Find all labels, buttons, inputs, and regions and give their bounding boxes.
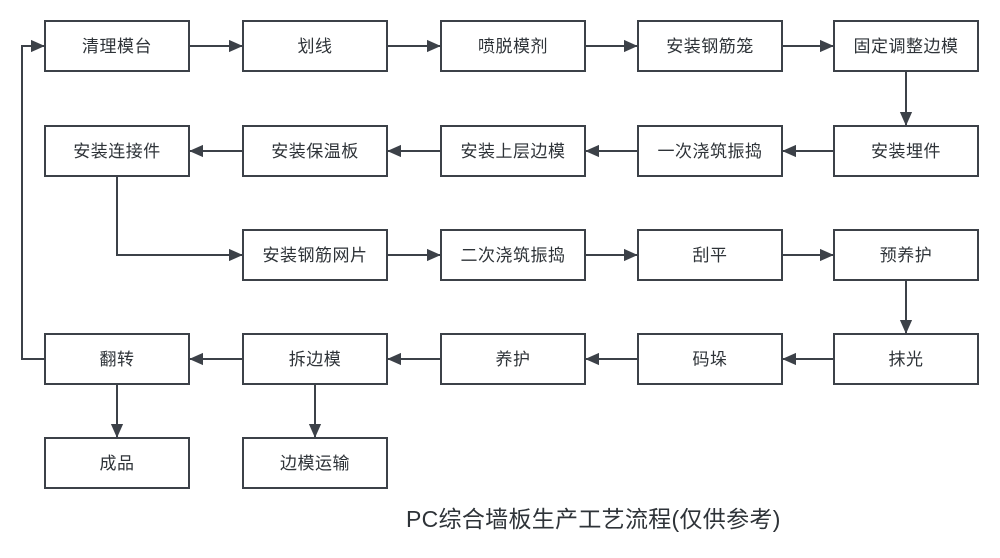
process-node-label: 喷脱模剂 [478,36,548,56]
process-node[interactable]: 喷脱模剂 [440,20,586,72]
process-node[interactable]: 成品 [44,437,190,489]
process-node[interactable]: 安装连接件 [44,125,190,177]
process-node[interactable]: 安装钢筋网片 [242,229,388,281]
process-node[interactable]: 二次浇筑振捣 [440,229,586,281]
process-node-label: 固定调整边模 [853,36,959,56]
process-node[interactable]: 固定调整边模 [833,20,979,72]
process-node-label: 刮平 [692,245,728,265]
process-node-label: 清理模台 [82,36,152,56]
process-node-label: 边模运输 [280,453,350,473]
process-node[interactable]: 划线 [242,20,388,72]
process-node-label: 养护 [495,349,531,369]
process-node[interactable]: 清理模台 [44,20,190,72]
process-node[interactable]: 刮平 [637,229,783,281]
process-node-label: 安装钢筋笼 [666,36,754,56]
process-node-label: 安装上层边模 [460,141,566,161]
process-node[interactable]: 安装钢筋笼 [637,20,783,72]
process-node[interactable]: 拆边模 [242,333,388,385]
process-node-label: 划线 [297,36,333,56]
process-node[interactable]: 养护 [440,333,586,385]
process-node-label: 预养护 [879,245,933,265]
flow-arrow [21,39,45,360]
process-node[interactable]: 预养护 [833,229,979,281]
process-node-label: 安装保温板 [271,141,359,161]
process-node[interactable]: 翻转 [44,333,190,385]
process-node[interactable]: 抹光 [833,333,979,385]
process-node-label: 安装埋件 [871,141,941,161]
process-node[interactable]: 一次浇筑振捣 [637,125,783,177]
process-node[interactable]: 安装保温板 [242,125,388,177]
process-node-label: 抹光 [888,349,924,369]
diagram-caption: PC综合墙板生产工艺流程(仅供参考) [406,506,781,532]
process-node[interactable]: 安装埋件 [833,125,979,177]
process-node-label: 成品 [99,453,135,473]
process-node-label: 码垛 [692,349,728,369]
flow-arrow [116,177,243,262]
process-node-label: 拆边模 [288,349,342,369]
process-node-label: 安装钢筋网片 [262,245,368,265]
process-node[interactable]: 安装上层边模 [440,125,586,177]
process-node-label: 翻转 [99,349,135,369]
process-node-label: 二次浇筑振捣 [460,245,566,265]
process-node[interactable]: 边模运输 [242,437,388,489]
process-node-label: 安装连接件 [73,141,161,161]
process-node-label: 一次浇筑振捣 [657,141,763,161]
process-node[interactable]: 码垛 [637,333,783,385]
